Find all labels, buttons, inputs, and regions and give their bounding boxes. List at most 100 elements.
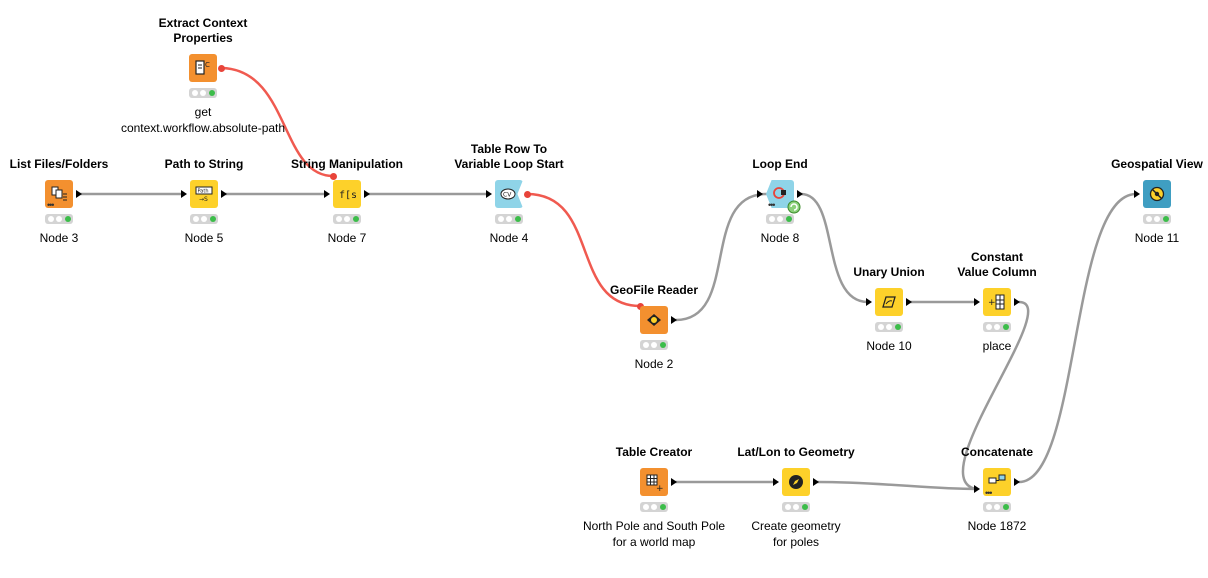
compass-icon (789, 475, 803, 489)
node-status (333, 214, 361, 224)
dynamic-port-dots-icon: ••• (768, 200, 776, 210)
data-output-port[interactable] (1014, 478, 1020, 486)
data-output-port[interactable] (906, 298, 912, 306)
data-output-port[interactable] (797, 190, 803, 198)
table-creator-icon: + (646, 474, 664, 492)
node-label[interactable]: Create geometry for poles (751, 519, 841, 549)
node-body[interactable] (983, 468, 1011, 496)
variable-output-port[interactable] (218, 65, 225, 72)
data-output-port[interactable] (364, 190, 370, 198)
data-input-port[interactable] (486, 190, 492, 198)
connection-loop-end-to-unary-union[interactable] (799, 192, 870, 304)
node-label[interactable]: Node 10 (866, 339, 912, 353)
node-body[interactable] (782, 468, 810, 496)
svg-text:Path: Path (198, 189, 209, 195)
geofile-icon (647, 314, 661, 326)
node-label[interactable]: get context.workflow.absolute-path (120, 105, 286, 135)
connection-geofile-reader-to-loop-end[interactable] (674, 192, 768, 322)
data-output-port[interactable] (1014, 298, 1020, 306)
data-output-port[interactable] (813, 478, 819, 486)
data-input-port[interactable] (773, 478, 779, 486)
connection-constant-value-to-concatenate[interactable] (961, 300, 1030, 491)
node-label[interactable]: Node 3 (39, 231, 79, 245)
data-output-port[interactable] (221, 190, 227, 198)
variable-connection-context-to-string-manipulation[interactable] (220, 66, 335, 178)
node-label[interactable]: Node 11 (1134, 231, 1180, 245)
node-label[interactable]: Node 8 (760, 231, 800, 245)
data-input-port[interactable] (1134, 190, 1140, 198)
node-body[interactable] (640, 306, 668, 334)
svg-text:+: + (656, 484, 664, 492)
node-status (640, 502, 668, 512)
path-string-icon: Path→S (195, 186, 213, 203)
list-files-icon (51, 186, 67, 201)
variable-connection-loop-start-to-geofile-reader[interactable] (525, 192, 642, 308)
variable-input-port[interactable] (330, 173, 337, 180)
node-body[interactable]: C (189, 54, 217, 82)
node-title: Extract Context Properties (158, 16, 248, 45)
node-title: Path to String (164, 157, 244, 171)
variable-output-port[interactable] (524, 191, 531, 198)
node-status (983, 502, 1011, 512)
node-label[interactable]: Node 2 (634, 357, 674, 371)
node-status (875, 322, 903, 332)
node-label[interactable]: place (982, 339, 1012, 353)
node-label[interactable]: Node 4 (489, 231, 529, 245)
loop-refresh-icon (787, 200, 801, 214)
data-output-port[interactable] (671, 316, 677, 324)
connection-latlon-to-concatenate[interactable] (815, 480, 978, 491)
node-body[interactable]: CV (495, 180, 523, 208)
node-title: Table Creator (615, 445, 693, 459)
node-title: Constant Value Column (957, 250, 1037, 279)
data-output-port[interactable] (671, 478, 677, 486)
constant-column-icon: + (988, 294, 1005, 310)
data-input-port[interactable] (974, 298, 980, 306)
dynamic-port-dots-icon: ••• (47, 200, 55, 210)
node-body[interactable]: f[s] (333, 180, 361, 208)
data-output-port[interactable] (76, 190, 82, 198)
string-function-icon: f[s] (339, 190, 357, 201)
node-body[interactable] (875, 288, 903, 316)
node-status (983, 322, 1011, 332)
loop-end-icon (773, 187, 786, 199)
svg-text:→S: →S (199, 196, 208, 203)
node-title: List Files/Folders (9, 157, 109, 171)
node-status (766, 214, 794, 224)
node-body[interactable]: + (983, 288, 1011, 316)
node-body[interactable] (1143, 180, 1171, 208)
svg-text:CV: CV (503, 192, 512, 199)
node-status (189, 88, 217, 98)
node-body[interactable]: + (640, 468, 668, 496)
data-input-port[interactable] (181, 190, 187, 198)
node-title: GeoFile Reader (609, 283, 699, 297)
node-label[interactable]: North Pole and South Pole for a world ma… (582, 519, 726, 549)
geo-view-icon (1149, 186, 1165, 202)
node-status (782, 502, 810, 512)
node-body[interactable] (45, 180, 73, 208)
variable-loop-icon: CV (500, 188, 516, 200)
dynamic-port-dots-icon: ••• (985, 488, 993, 498)
node-status (190, 214, 218, 224)
node-label[interactable]: Node 5 (184, 231, 224, 245)
node-title: Table Row To Variable Loop Start (454, 142, 564, 171)
svg-text:C: C (205, 61, 210, 69)
data-input-port[interactable] (974, 485, 980, 493)
node-title: Concatenate (960, 445, 1034, 459)
node-title: Loop End (752, 157, 808, 171)
node-label[interactable]: Node 7 (327, 231, 367, 245)
data-input-port[interactable] (866, 298, 872, 306)
node-status (45, 214, 73, 224)
data-input-port[interactable] (757, 190, 763, 198)
node-title: Lat/Lon to Geometry (737, 445, 855, 459)
union-icon (882, 296, 896, 308)
svg-text:+: + (988, 298, 996, 308)
context-properties-icon: C (195, 60, 210, 75)
data-input-port[interactable] (324, 190, 330, 198)
node-title: String Manipulation (291, 157, 403, 171)
node-title: Geospatial View (1111, 157, 1203, 171)
node-body[interactable]: Path→S (190, 180, 218, 208)
connection-concatenate-to-geospatial-view[interactable] (1017, 192, 1138, 484)
node-label[interactable]: Node 1872 (967, 519, 1027, 533)
node-title: Unary Union (853, 265, 925, 279)
